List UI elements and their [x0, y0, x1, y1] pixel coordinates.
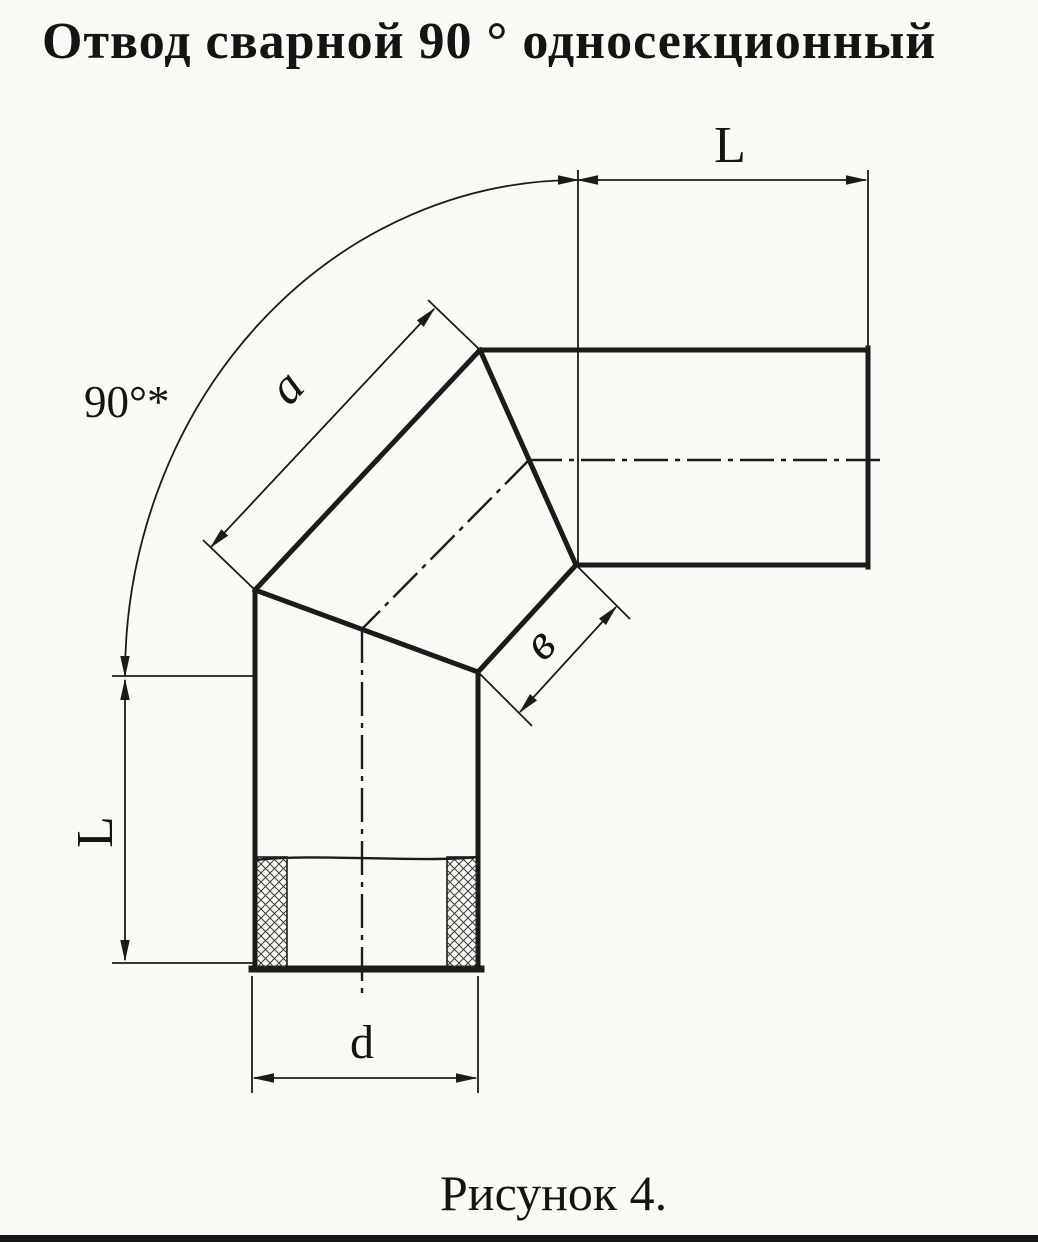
dim-line-v	[518, 605, 618, 714]
angle-arc-90	[120, 175, 580, 678]
label-top-length: L	[714, 117, 746, 174]
ext-line-v-upper	[575, 564, 631, 620]
label-diameter-d: d	[350, 1016, 374, 1069]
sleeve-hatch-right	[446, 856, 479, 969]
ext-line-a-upper	[427, 299, 481, 351]
sleeve-top-line	[255, 855, 478, 862]
ext-line-a-lower	[202, 539, 256, 591]
weld-seam-lower	[251, 586, 482, 676]
label-left-length: L	[67, 816, 124, 848]
dim-line-a	[209, 307, 436, 549]
centerline-middle-segment	[361, 459, 530, 630]
label-inner-width-v: в	[511, 616, 566, 671]
scan-artifact-bottom-edge	[0, 1235, 1038, 1242]
sleeve-hatch-left	[255, 856, 288, 969]
label-segment-side-a: a	[257, 358, 315, 414]
elbow-outline	[252, 347, 871, 973]
drawing-title: Отвод сварной 90 ° односекционный	[42, 13, 937, 70]
weld-seam-upper	[476, 346, 580, 569]
label-angle: 90°*	[84, 377, 170, 427]
figure-caption: Рисунок 4.	[440, 1165, 668, 1221]
ext-line-v-lower	[477, 671, 533, 727]
